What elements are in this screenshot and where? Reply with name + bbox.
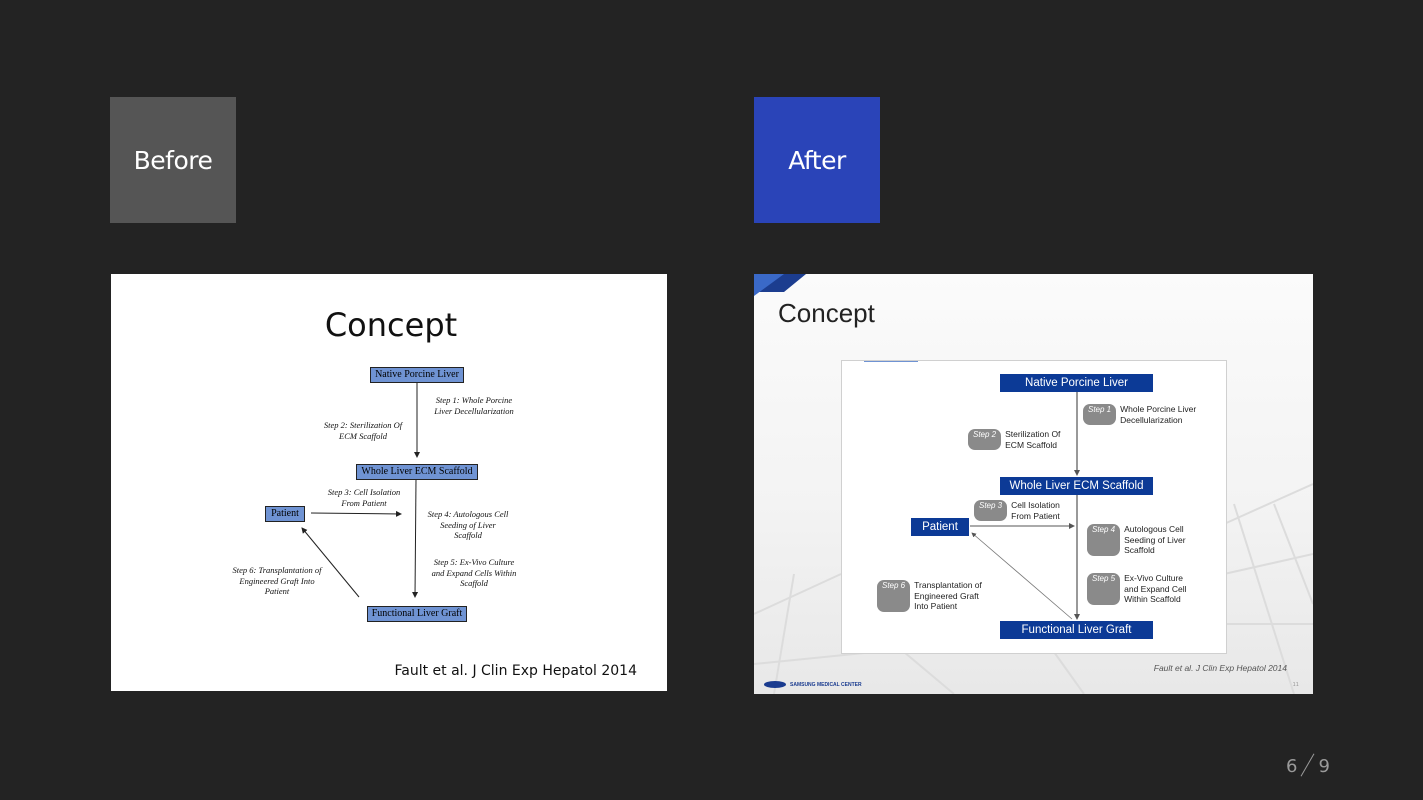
pager-separator <box>1301 753 1315 777</box>
step-1-text: Step 1: Whole Porcine Liver Decellulariz… <box>434 395 514 416</box>
after-diagram-panel: Native Porcine Liver Whole Liver ECM Sca… <box>841 360 1227 654</box>
step-6-text: Transplantation of Engineered Graft Into… <box>914 580 982 611</box>
step-4-pill: Step 4 <box>1087 524 1121 556</box>
arrow-graft-patient <box>301 527 360 598</box>
before-slide-image: Concept Native Porcine Liver Whole Liver… <box>111 274 667 691</box>
box-functional-liver-graft: Functional Liver Graft <box>1000 621 1153 639</box>
after-slide-page-number: 11 <box>1292 682 1299 688</box>
box-patient: Patient <box>265 506 305 522</box>
before-slide-title: Concept <box>324 306 458 344</box>
step-2-text: Step 2: Sterilization Of ECM Scaffold <box>323 420 403 441</box>
pager-current: 6 <box>1286 756 1298 777</box>
step-2-pill: Step 2 <box>968 429 1002 450</box>
step-6-text: Step 6: Transplantation of Engineered Gr… <box>232 565 322 596</box>
box-functional-liver-graft: Functional Liver Graft <box>367 606 467 622</box>
step-1-text: Whole Porcine Liver Decellularization <box>1120 404 1197 425</box>
after-slide-image: Concept Native Porcine Liver Whole Liver… <box>754 274 1313 694</box>
step-3-pill: Step 3 <box>974 500 1008 521</box>
after-diagram-arrows <box>864 361 1080 620</box>
after-label: After <box>754 97 880 223</box>
step-3-text: Step 3: Cell Isolation From Patient <box>327 487 401 508</box>
step-2: Step 2 Sterilization Of ECM Scaffold <box>968 429 1078 450</box>
arrow-graft-patient <box>971 532 1073 620</box>
before-citation: Fault et al. J Clin Exp Hepatol 2014 <box>394 663 637 679</box>
arrow-patient-seed <box>310 510 402 517</box>
after-slide-title: Concept <box>778 298 875 328</box>
box-patient: Patient <box>911 518 969 536</box>
step-2-text: Sterilization Of ECM Scaffold <box>1005 429 1061 450</box>
box-whole-liver-ecm: Whole Liver ECM Scaffold <box>356 464 478 480</box>
samsung-medical-center-logo: SAMSUNG MEDICAL CENTER <box>764 681 862 688</box>
step-4-text: Autologous Cell Seeding of Liver Scaffol… <box>1124 524 1186 555</box>
step-1: Step 1 Whole Porcine Liver Decellulariza… <box>1083 404 1223 425</box>
box-native-porcine-liver: Native Porcine Liver <box>1000 374 1153 392</box>
footer-text: SAMSUNG MEDICAL CENTER <box>790 681 862 688</box>
pager-total: 9 <box>1318 756 1330 777</box>
step-5: Step 5 Ex-Vivo Culture and Expand Cell W… <box>1087 573 1217 605</box>
step-3: Step 3 Cell Isolation From Patient <box>974 500 1084 521</box>
step-5-pill: Step 5 <box>1087 573 1121 605</box>
step-6: Step 6 Transplantation of Engineered Gra… <box>877 580 997 612</box>
after-background-lines <box>754 274 1313 694</box>
step-5-text: Ex-Vivo Culture and Expand Cell Within S… <box>1124 573 1187 604</box>
samsung-logo-icon <box>764 681 786 688</box>
step-3-text: Cell Isolation From Patient <box>1011 500 1060 521</box>
step-5-text: Step 5: Ex-Vivo Culture and Expand Cells… <box>431 557 517 588</box>
arrow-ecm-graft <box>412 478 419 598</box>
step-4-text: Step 4: Autologous Cell Seeding of Liver… <box>427 509 509 540</box>
step-1-pill: Step 1 <box>1083 404 1117 425</box>
box-native-porcine-liver: Native Porcine Liver <box>370 367 464 383</box>
step-6-pill: Step 6 <box>877 580 911 612</box>
box-whole-liver-ecm: Whole Liver ECM Scaffold <box>1000 477 1153 495</box>
after-citation: Fault et al. J Clin Exp Hepatol 2014 <box>1153 663 1287 673</box>
before-diagram-arrows <box>301 382 420 598</box>
step-4: Step 4 Autologous Cell Seeding of Liver … <box>1087 524 1217 556</box>
before-label: Before <box>110 97 236 223</box>
